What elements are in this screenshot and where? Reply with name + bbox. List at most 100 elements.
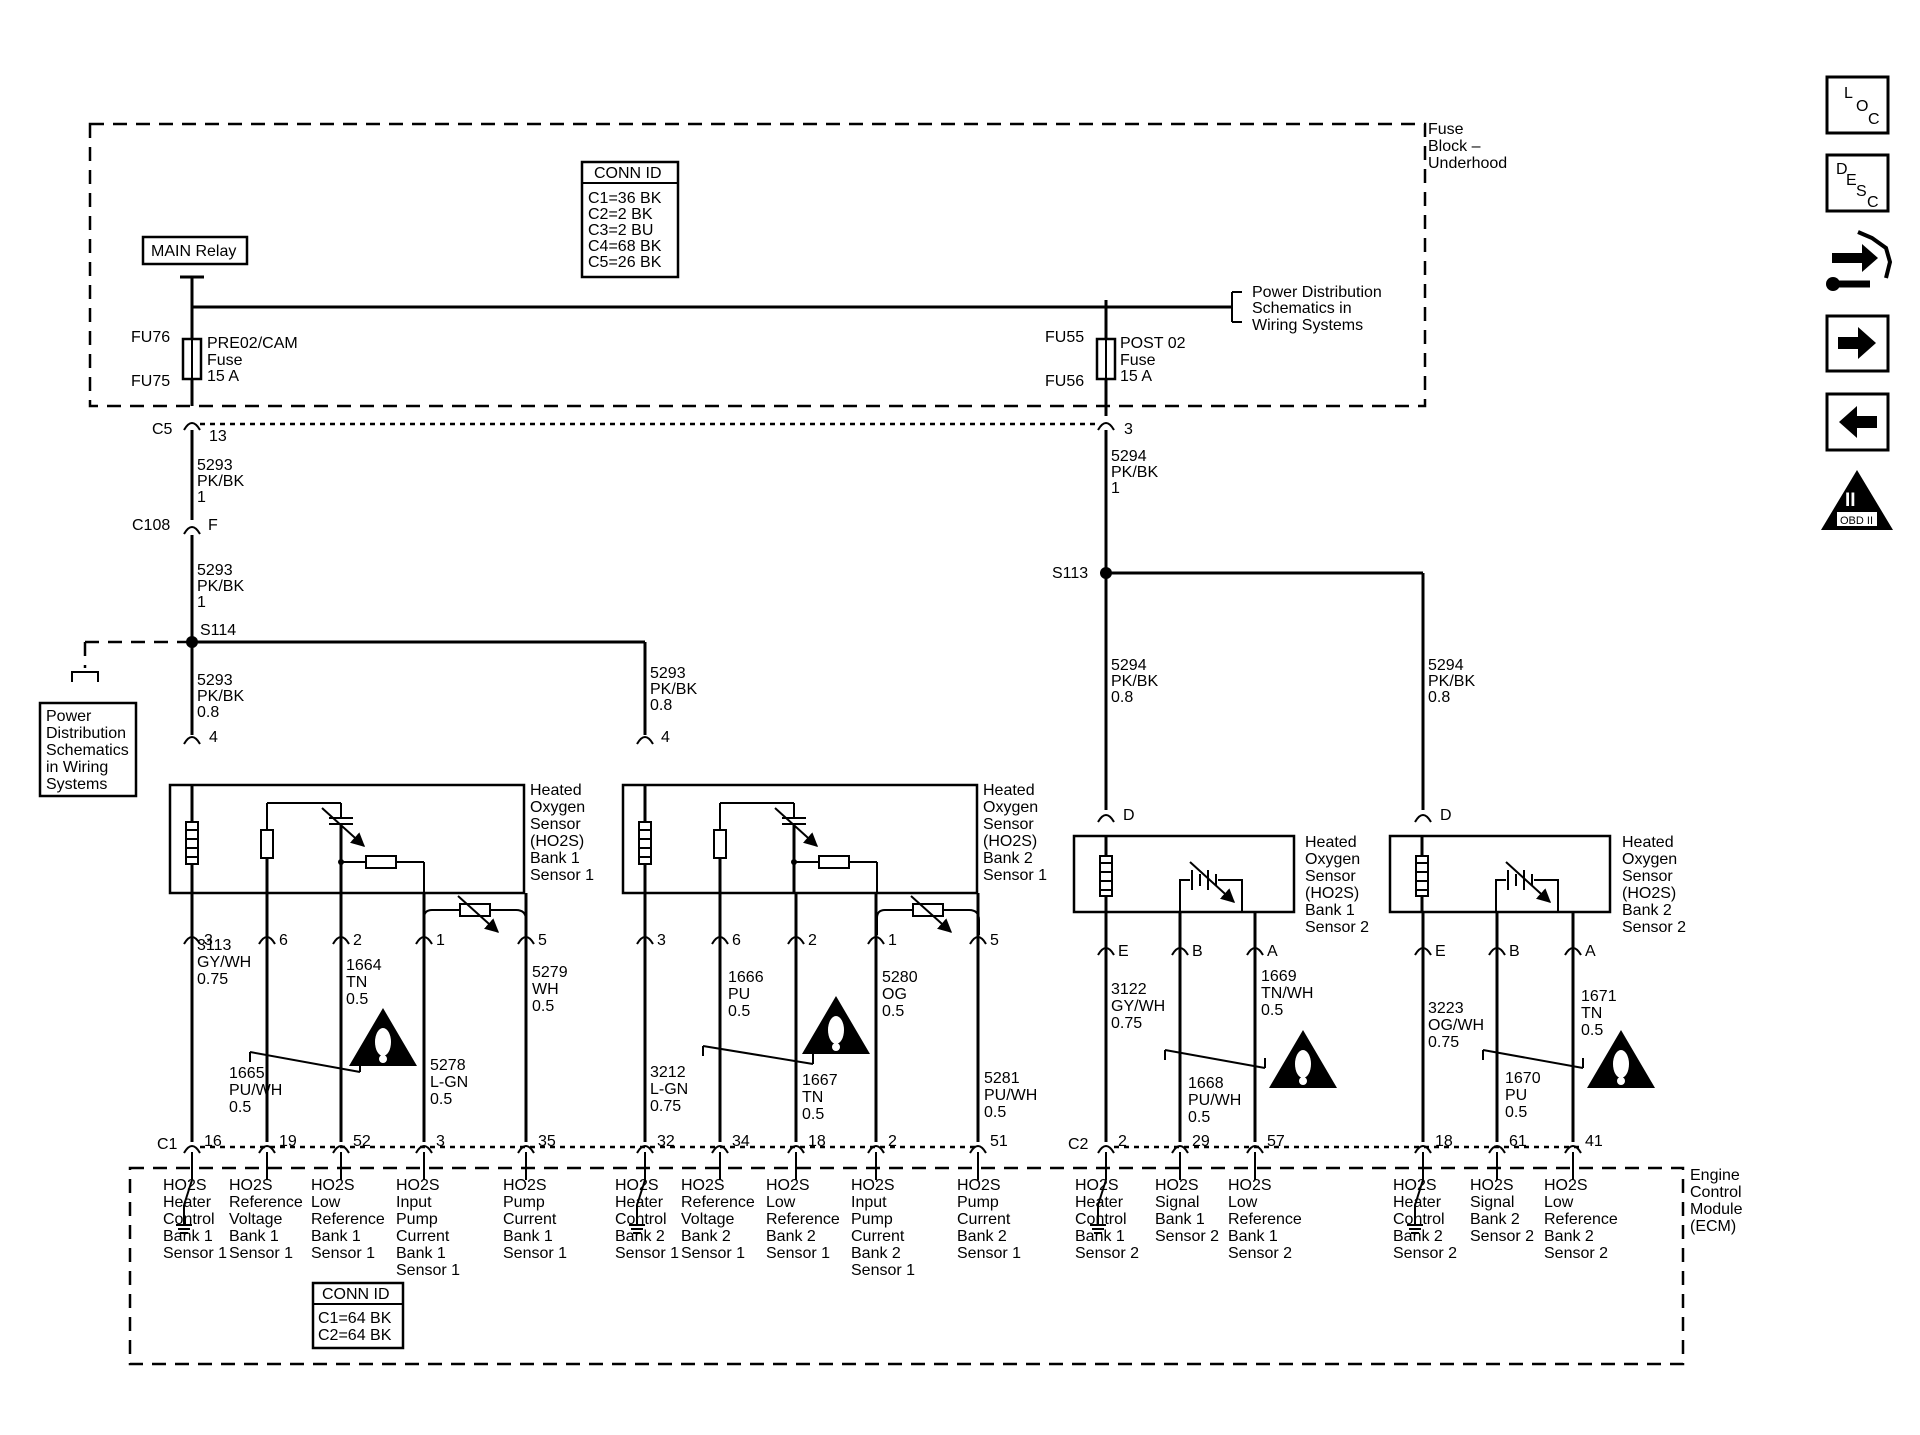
power-dist-ref-left[interactable]: Power Distribution Schematics in Wiring …	[38, 701, 138, 798]
fuse-block-conn-id: CONN ID C1=36 BK C2=2 BK C3=2 BU C4=68 B…	[580, 160, 680, 279]
location-button[interactable]: L O C	[1825, 75, 1890, 135]
svg-text:Heated: Heated	[530, 782, 582, 799]
svg-text:Sensor: Sensor	[983, 816, 1034, 833]
caution-icon	[1587, 1030, 1655, 1088]
svg-text:5293: 5293	[197, 457, 233, 474]
circuit-label: 5280	[882, 969, 918, 986]
connector-terminal	[1488, 947, 1506, 956]
sensor-bank2-sensor2: Heated Oxygen Sensor (HO2S) Bank 2 Senso…	[1388, 807, 1686, 936]
heater-switch	[636, 1179, 646, 1206]
svg-text:FU75: FU75	[131, 373, 170, 390]
ecm-function-label: Sensor 2	[1544, 1245, 1608, 1262]
svg-text:1: 1	[1111, 480, 1120, 497]
sensor-pin-label: 3	[204, 932, 213, 949]
circuit-label: OG/WH	[1428, 1017, 1484, 1034]
circuit-label: 0.5	[1505, 1104, 1527, 1121]
connector-terminal	[1564, 1145, 1582, 1154]
svg-text:Distribution: Distribution	[46, 725, 126, 742]
variable-arrow	[774, 807, 819, 847]
circuit-label: TN	[802, 1089, 823, 1106]
svg-text:Oxygen: Oxygen	[1622, 851, 1677, 868]
ecm-function-label: Sensor 1	[681, 1245, 745, 1262]
svg-text:Fuse: Fuse	[207, 352, 243, 369]
ecm-function-label: Reference	[311, 1211, 385, 1228]
previous-page-arrow-icon[interactable]	[1825, 392, 1890, 452]
svg-text:D: D	[1440, 807, 1452, 824]
ecm-function-label: Bank 1	[1075, 1228, 1125, 1245]
wire-5293-a: 5293 PK/BK 1	[197, 457, 244, 506]
connector-terminal	[1097, 947, 1115, 956]
ecm-function-label: Reference	[681, 1194, 755, 1211]
caution-dot	[1299, 1077, 1307, 1085]
circuit-label: 3212	[650, 1064, 686, 1081]
sensor-pin-label: 6	[279, 932, 288, 949]
circuit-label: 1667	[802, 1072, 838, 1089]
ecm-pin-label: 61	[1509, 1133, 1527, 1150]
wire-5293-b: 5293 PK/BK 1	[197, 562, 244, 611]
ecm-function-label: Signal	[1470, 1194, 1514, 1211]
connector-terminal	[636, 936, 654, 945]
svg-text:Sensor 1: Sensor 1	[983, 867, 1047, 884]
circuit-label: 0.75	[650, 1098, 681, 1115]
circuit-label: 0.5	[728, 1003, 750, 1020]
ecm-function-label: Heater	[1393, 1194, 1442, 1211]
caution-dot	[379, 1055, 387, 1063]
next-page-arrow-icon[interactable]	[1825, 314, 1890, 373]
ecm-pin-label: 16	[204, 1133, 222, 1150]
connector-repair-icon[interactable]	[1826, 230, 1893, 291]
ecm-function-label: Sensor 1	[163, 1245, 227, 1262]
sensor-pin-label: 2	[808, 932, 817, 949]
svg-text:5293: 5293	[197, 562, 233, 579]
svg-text:Engine: Engine	[1690, 1167, 1740, 1184]
circuit-label: 5281	[984, 1070, 1020, 1087]
ecm-function-label: Sensor 1	[396, 1262, 460, 1279]
main-relay-box: MAIN Relay	[141, 235, 249, 266]
variable-arrow	[1189, 861, 1236, 903]
svg-text:FU76: FU76	[131, 329, 170, 346]
svg-text:S114: S114	[200, 622, 236, 639]
connector-terminal	[1171, 947, 1189, 956]
ecm-function-label: Low	[766, 1194, 796, 1211]
ecm-function-label: HO2S	[229, 1177, 273, 1194]
svg-text:Heated: Heated	[1622, 834, 1674, 851]
connector-terminal	[867, 936, 885, 945]
ecm-function-label: HO2S	[766, 1177, 810, 1194]
ecm-function-label: Sensor 1	[311, 1245, 375, 1262]
ecm-function-label: Bank 2	[1544, 1228, 1594, 1245]
circuit-label: 0.75	[197, 971, 228, 988]
circuit-label: 1669	[1261, 968, 1297, 985]
svg-text:PK/BK: PK/BK	[1111, 673, 1158, 690]
svg-text:C3=2 BU: C3=2 BU	[588, 222, 653, 239]
circuit-label: 0.5	[430, 1091, 452, 1108]
variable-arrow	[910, 895, 953, 933]
svg-text:Sensor: Sensor	[1622, 868, 1673, 885]
connector-terminal	[415, 936, 433, 945]
svg-text:CONN ID: CONN ID	[594, 165, 662, 182]
circuit-label: GY/WH	[197, 954, 251, 971]
svg-text:L: L	[1844, 85, 1853, 102]
svg-text:4: 4	[661, 729, 670, 746]
svg-text:Wiring Systems: Wiring Systems	[1252, 317, 1363, 334]
wire-5294-a: 5294 PK/BK 1	[1111, 448, 1158, 497]
svg-text:PRE02/CAM: PRE02/CAM	[207, 335, 298, 352]
circuit-label: 3122	[1111, 981, 1147, 998]
circuit-label: 0.5	[802, 1106, 824, 1123]
svg-text:Fuse: Fuse	[1120, 352, 1156, 369]
svg-text:PK/BK: PK/BK	[197, 688, 244, 705]
obd-ii-icon[interactable]: II OBD II	[1821, 470, 1893, 530]
ecm-function-label: Low	[311, 1194, 341, 1211]
signal-lead	[1495, 879, 1506, 912]
ecm-function-label: Bank 1	[163, 1228, 213, 1245]
ecm-function-label: HO2S	[396, 1177, 440, 1194]
ecm-function-label: HO2S	[503, 1177, 547, 1194]
ecm-function-label: HO2S	[1075, 1177, 1119, 1194]
power-dist-ref-top[interactable]: Power Distribution Schematics in Wiring …	[1252, 284, 1382, 334]
ecm-function-label: HO2S	[681, 1177, 725, 1194]
ecm-function-label: HO2S	[851, 1177, 895, 1194]
circuit-label: WH	[532, 981, 559, 998]
ecm-function-label: Control	[1075, 1211, 1127, 1228]
ecm-pin-label: 34	[732, 1133, 750, 1150]
description-button[interactable]: D E S C	[1825, 153, 1890, 213]
circuit-label: 1668	[1188, 1075, 1224, 1092]
